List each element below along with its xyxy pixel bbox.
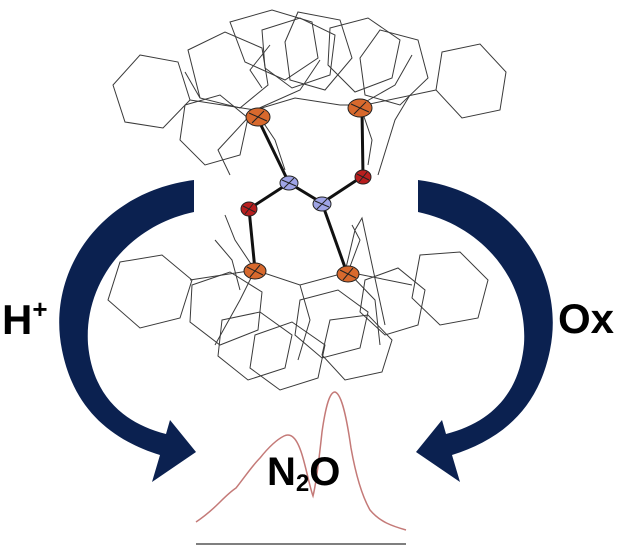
lower-ligand-framework	[107, 214, 489, 391]
oxygen-atom	[354, 169, 372, 185]
copper-atom	[245, 107, 271, 127]
proton-symbol: H	[2, 296, 33, 343]
nitrogen-atom	[312, 196, 332, 212]
oxidant-label: Ox	[558, 295, 615, 342]
proton-label: H+	[2, 296, 48, 341]
oxygen-atom	[240, 201, 258, 217]
curved-arrow-down-right-icon	[59, 180, 196, 482]
product-subscript: 2	[295, 470, 310, 497]
nitrogen-atom	[279, 175, 299, 191]
product-main: N	[267, 450, 296, 494]
spectrum-trace	[195, 391, 407, 531]
product-tail: O	[309, 450, 341, 494]
copper-atom	[336, 265, 360, 283]
curved-arrow-down-left-icon	[416, 180, 553, 482]
copper-atom	[243, 262, 267, 280]
core-atoms	[240, 98, 373, 283]
core-bonds	[247, 108, 365, 275]
proton-charge: +	[32, 294, 48, 324]
upper-ligand-framework	[112, 9, 507, 176]
product-label: N2O	[267, 452, 340, 496]
copper-atom	[347, 98, 373, 118]
